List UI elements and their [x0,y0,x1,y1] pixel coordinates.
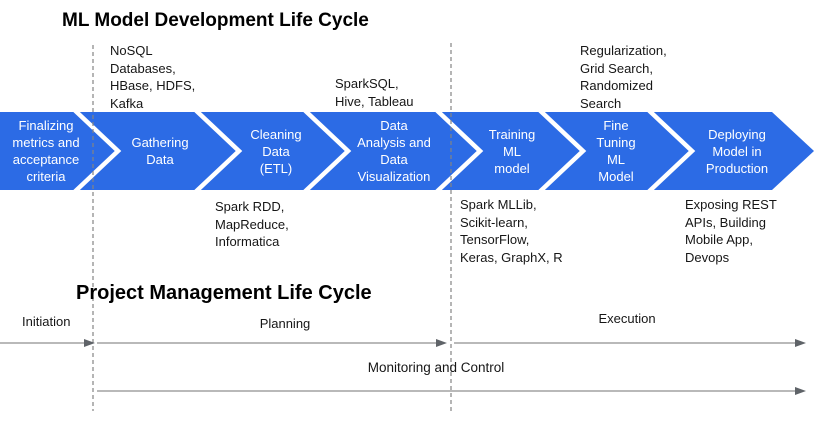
stage-separator-chevron-2 [194,108,243,194]
stage-finalizing-metrics: Finalizing metrics and acceptance criter… [12,118,80,184]
stage-training-model: Training ML model [488,126,536,176]
phase-label-initiation: Initiation [22,314,71,329]
phase-dividers [92,43,452,411]
initiation-arrow [0,339,95,347]
stage-fine-tuning: Fine Tuning ML Model [596,118,636,184]
timeline-arrows [0,339,806,395]
stage-separator-chevron-3 [303,108,352,194]
annotation-training-tools: Spark MLLib, Scikit-learn, TensorFlow, K… [460,197,563,265]
planning-arrow [97,339,447,347]
stage-separator-chevron-6 [647,108,696,194]
phase-label-planning: Planning [259,316,311,331]
stage-deploying-model: Deploying Model in Production [705,126,769,176]
stage-gathering-data: Gathering Data [131,135,189,167]
stage-separator-chevron-1 [73,108,122,194]
annotation-deployment-tools: Exposing REST APIs, Building Mobile App,… [685,197,777,265]
annotation-gathering-tools: NoSQL Databases, HBase, HDFS, Kafka [110,43,196,111]
process-arrow-band [0,112,814,190]
stage-data-analysis: Data Analysis and Data Visualization [357,118,431,184]
monitoring-arrow [97,387,806,395]
annotation-cleaning-tools: Spark RDD, MapReduce, Informatica [215,199,289,249]
ml-lifecycle-title: ML Model Development Life Cycle [62,10,369,31]
stage-cleaning-data: Cleaning Data (ETL) [250,126,302,176]
execution-arrow [454,339,806,347]
stage-separator-chevron-5 [538,108,587,194]
annotation-tuning-tools: Regularization, Grid Search, Randomized … [580,43,667,111]
annotation-analysis-tools: SparkSQL, Hive, Tableau [335,76,414,109]
phase-label-execution: Execution [598,311,656,326]
monitoring-control-label: Monitoring and Control [367,360,505,375]
pm-lifecycle-title: Project Management Life Cycle [76,282,372,304]
